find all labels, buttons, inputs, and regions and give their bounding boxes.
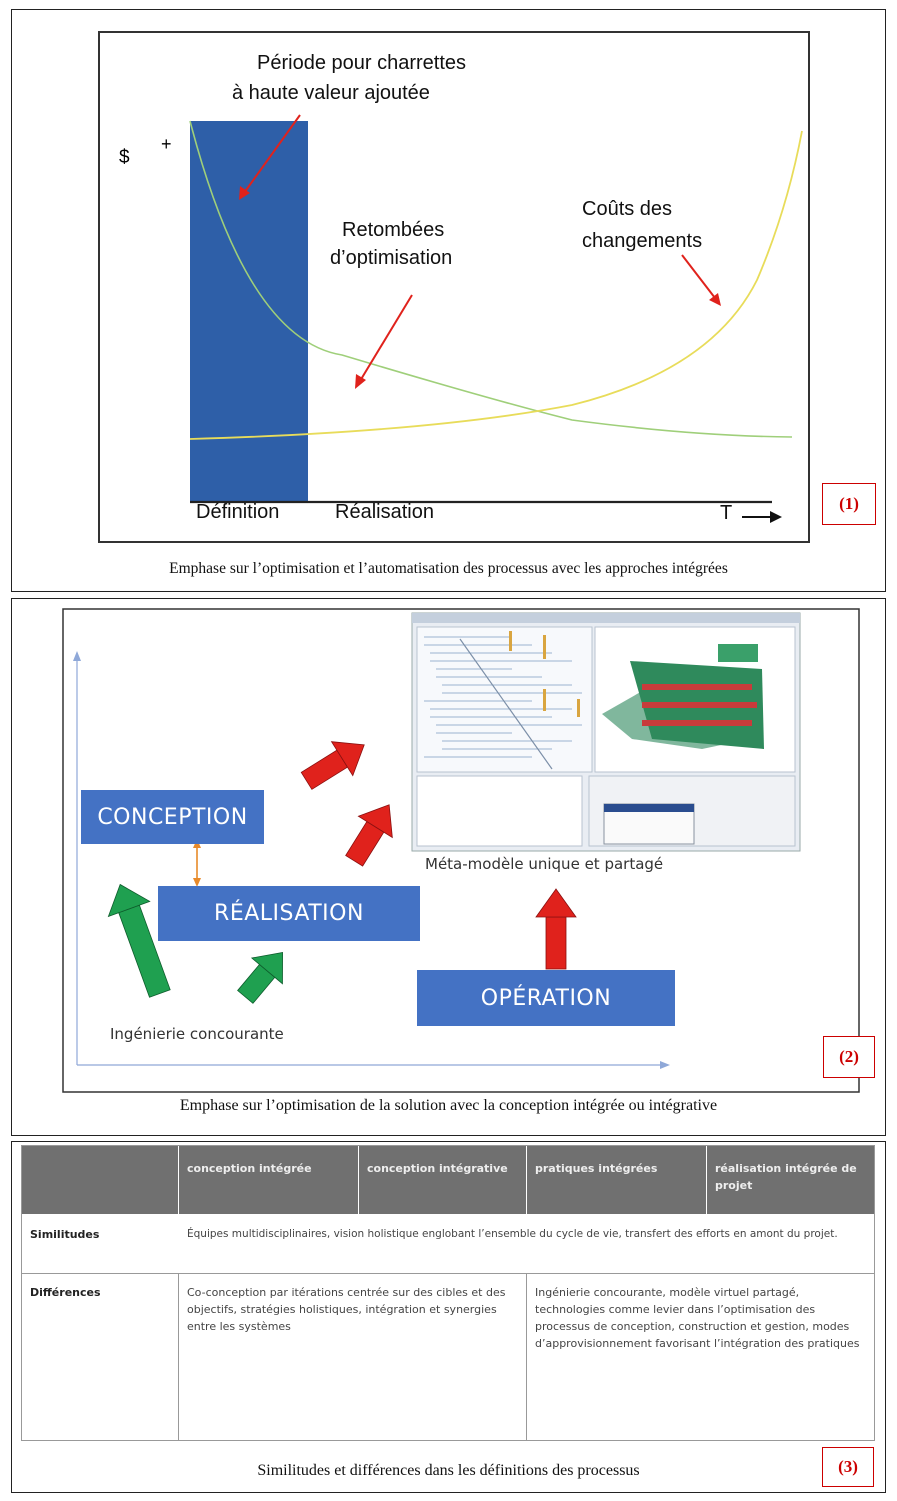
meta-model-label: Méta-modèle unique et partagé <box>425 855 664 873</box>
annotation-costs-line-2: changements <box>582 230 703 252</box>
row-label-differences: Différences <box>22 1274 179 1440</box>
row-label-similitudes: Similitudes <box>22 1214 179 1274</box>
annotation-arrow-costs <box>681 254 721 306</box>
badge-3: (3) <box>822 1447 874 1487</box>
annotation-period-line-1: Période pour charrettes <box>257 52 467 74</box>
badge-2: (2) <box>823 1036 875 1078</box>
differences-left-text: Co-conception par itérations centrée sur… <box>179 1274 527 1440</box>
time-axis-label: T <box>720 502 733 524</box>
annotation-fallout-line-2: d’optimisation <box>330 247 453 269</box>
green-arrow-right <box>237 952 283 1004</box>
caption-3: Similitudes et différences dans les défi… <box>257 1462 640 1479</box>
vertical-axis-arrow-icon <box>73 651 81 661</box>
realisation-box: RÉALISATION <box>158 886 420 941</box>
annotation-arrow-fallout <box>355 294 413 389</box>
table-header-realisation-integree: réalisation intégrée de projet <box>707 1146 874 1214</box>
annotation-fallout-line-1: Retombées <box>342 219 445 241</box>
software-screenshot-image <box>411 612 801 852</box>
phase-realisation-label: Réalisation <box>335 501 434 523</box>
annotation-period: Période pour charrettes à haute valeur a… <box>232 48 466 108</box>
annotation-arrow-period <box>239 114 301 200</box>
annotation-fallout: Retombées d’optimisation <box>330 216 452 272</box>
phase-definition-label: Définition <box>196 501 280 523</box>
caption-2: Emphase sur l’optimisation de la solutio… <box>179 1097 718 1114</box>
definition-phase-bar <box>190 121 308 502</box>
caption-1: Emphase sur l’optimisation et l’automati… <box>169 560 728 577</box>
table-header-empty <box>22 1146 179 1214</box>
table-header-conception-integrative: conception intégrative <box>359 1146 527 1214</box>
annotation-costs-line-1: Coûts des <box>582 198 673 220</box>
conception-box: CONCEPTION <box>81 790 264 844</box>
cost-optimization-chart <box>98 31 810 543</box>
differences-right-text: Ingénierie concourante, modèle virtuel p… <box>535 1286 860 1350</box>
comparison-table: conception intégrée conception intégrati… <box>21 1145 875 1441</box>
panel-3: conception intégrée conception intégrati… <box>11 1141 886 1493</box>
y-axis-label: $ <box>119 147 130 168</box>
horizontal-axis-arrow-icon <box>660 1061 670 1069</box>
concurrent-engineering-label: Ingénierie concourante <box>110 1025 284 1043</box>
badge-1: (1) <box>822 483 876 525</box>
optimization-fallout-curve <box>189 120 793 438</box>
green-arrow-left <box>107 883 171 998</box>
annotation-period-line-2: à haute valeur ajoutée <box>232 82 430 104</box>
annotation-costs: Coûts des changements <box>582 193 702 257</box>
operation-box: OPÉRATION <box>417 970 675 1026</box>
time-arrow-icon <box>742 511 782 523</box>
panel-1: $ + Période pour charrettes à haute vale… <box>11 9 886 592</box>
panel-2: CONCEPTION RÉALISATION OPÉRATION Méta-mo… <box>11 598 886 1136</box>
similitudes-text: Équipes multidisciplinaires, vision holi… <box>179 1214 874 1274</box>
table-header-pratiques-integrees: pratiques intégrées <box>527 1146 707 1214</box>
red-arrow-to-model-2 <box>345 804 393 867</box>
red-arrow-from-operation <box>535 888 577 970</box>
table-header-conception-integree: conception intégrée <box>179 1146 359 1214</box>
red-arrow-to-model-1 <box>300 741 365 790</box>
y-axis-plus: + <box>161 134 172 154</box>
change-cost-curve <box>189 130 803 440</box>
